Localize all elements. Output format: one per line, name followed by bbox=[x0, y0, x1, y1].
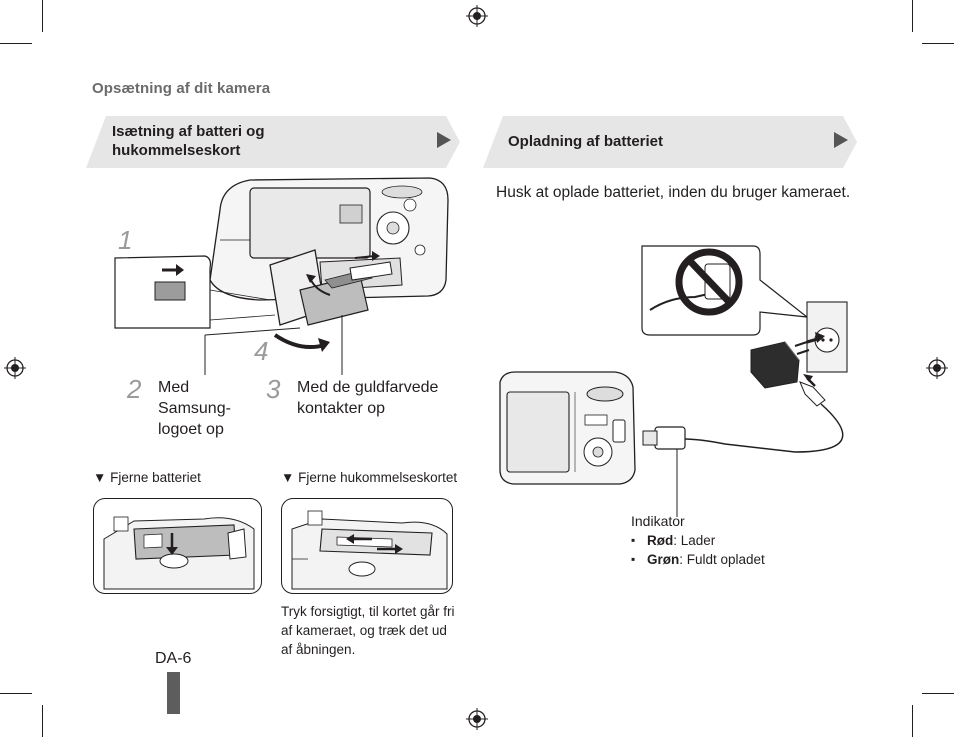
remove-card-label: ▼ Fjerne hukommelseskortet bbox=[281, 470, 458, 485]
step-2-text: Med Samsung- logoet op bbox=[158, 379, 231, 438]
play-arrow-icon bbox=[437, 132, 451, 148]
play-arrow-icon bbox=[834, 132, 848, 148]
remove-battery-illustration bbox=[93, 498, 262, 594]
crop-mark bbox=[42, 0, 43, 32]
left-section-banner bbox=[86, 116, 460, 168]
step-number-1: 1 bbox=[118, 225, 133, 255]
registration-mark-icon bbox=[466, 708, 488, 730]
section-title: Opsætning af dit kamera bbox=[92, 80, 271, 97]
crop-mark bbox=[0, 43, 32, 44]
crop-mark bbox=[922, 693, 954, 694]
crop-mark bbox=[0, 693, 32, 694]
remove-card-illustration bbox=[281, 498, 453, 594]
indicator-title: Indikator bbox=[631, 513, 685, 529]
registration-mark-icon bbox=[4, 357, 26, 379]
indicator-item-red: Rød: Lader bbox=[631, 531, 765, 550]
crop-mark bbox=[42, 705, 43, 737]
crop-mark bbox=[912, 0, 913, 32]
crop-mark bbox=[912, 705, 913, 737]
step-3-text: Med de guldfarvede kontakter op bbox=[297, 379, 439, 417]
registration-mark-icon bbox=[466, 5, 488, 27]
page-number: DA-6 bbox=[155, 650, 192, 667]
charging-illustration bbox=[499, 245, 848, 517]
card-removal-note: Tryk forsigtigt, til kortet går fri af k… bbox=[281, 604, 455, 657]
crop-mark bbox=[922, 43, 954, 44]
right-section-banner bbox=[483, 116, 857, 168]
step-number-2: 2 bbox=[127, 374, 142, 404]
right-banner-title: Opladning af batteriet bbox=[508, 133, 664, 150]
left-banner-title-line1: Isætning af batteri og bbox=[112, 123, 265, 140]
indicator-item-green: Grøn: Fuldt opladet bbox=[631, 550, 765, 569]
camera-battery-insertion-illustration bbox=[114, 177, 449, 375]
charging-reminder: Husk at oplade batteriet, inden du bruge… bbox=[496, 184, 851, 201]
indicator-list: Rød: Lader Grøn: Fuldt opladet bbox=[631, 531, 765, 569]
step-number-4: 4 bbox=[254, 336, 269, 366]
step-number-3: 3 bbox=[266, 374, 281, 404]
page-tab-marker bbox=[167, 672, 180, 714]
left-banner-title-line2: hukommelseskort bbox=[112, 142, 241, 159]
registration-mark-icon bbox=[926, 357, 948, 379]
remove-battery-label: ▼ Fjerne batteriet bbox=[93, 470, 201, 485]
